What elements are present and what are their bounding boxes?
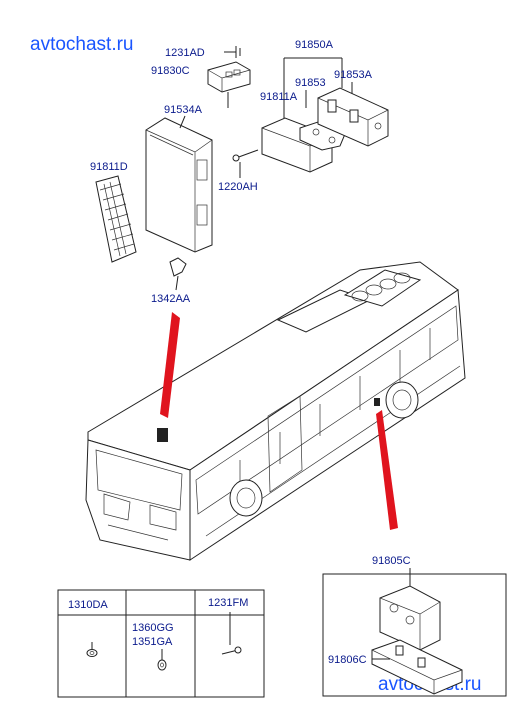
label-91830C: 91830C <box>151 65 190 77</box>
label-1231AD: 1231AD <box>165 47 205 59</box>
watermark-top: avtochast.ru <box>30 34 134 55</box>
holder-91853A-icon <box>317 87 389 147</box>
label-91806C: 91806C <box>328 654 367 666</box>
bus-illustration <box>85 261 466 561</box>
label-1342AA: 1342AA <box>151 293 191 305</box>
label-91534A: 91534A <box>164 104 203 116</box>
clip-1342AA-icon <box>169 257 187 291</box>
label-91850A: 91850A <box>295 39 334 51</box>
table-header-1310DA: 1310DA <box>68 599 108 611</box>
fuse-panel-91811D-icon <box>95 175 137 263</box>
table-part-1351GA: 1351GA <box>132 636 173 648</box>
battery-terminal-box <box>322 573 507 697</box>
label-91853A: 91853A <box>334 69 373 81</box>
label-91805C: 91805C <box>372 555 411 567</box>
screw-1220AH-icon <box>232 149 259 162</box>
label-91811D: 91811D <box>90 161 128 173</box>
pointer-arrow-battery <box>376 410 398 530</box>
bolt-1231FM-icon <box>221 646 242 655</box>
nut-1310DA-icon <box>86 649 98 657</box>
table-header-1231FM: 1231FM <box>208 597 248 609</box>
fuse-box-cover-91534A-icon <box>145 117 213 253</box>
label-91853: 91853 <box>295 77 326 89</box>
terminal-block-91806C-icon <box>371 639 463 695</box>
screw-1231AD-icon <box>224 46 241 58</box>
label-91811A: 91811A <box>260 91 298 103</box>
terminal-cover-91805C-icon <box>379 585 441 651</box>
pointer-arrow-fusebox <box>160 312 180 418</box>
table-part-1360GG: 1360GG <box>132 622 174 634</box>
label-1220AH: 1220AH <box>218 181 258 193</box>
connector-91830C-icon <box>207 61 251 108</box>
washer-1360GG-icon <box>157 659 167 671</box>
